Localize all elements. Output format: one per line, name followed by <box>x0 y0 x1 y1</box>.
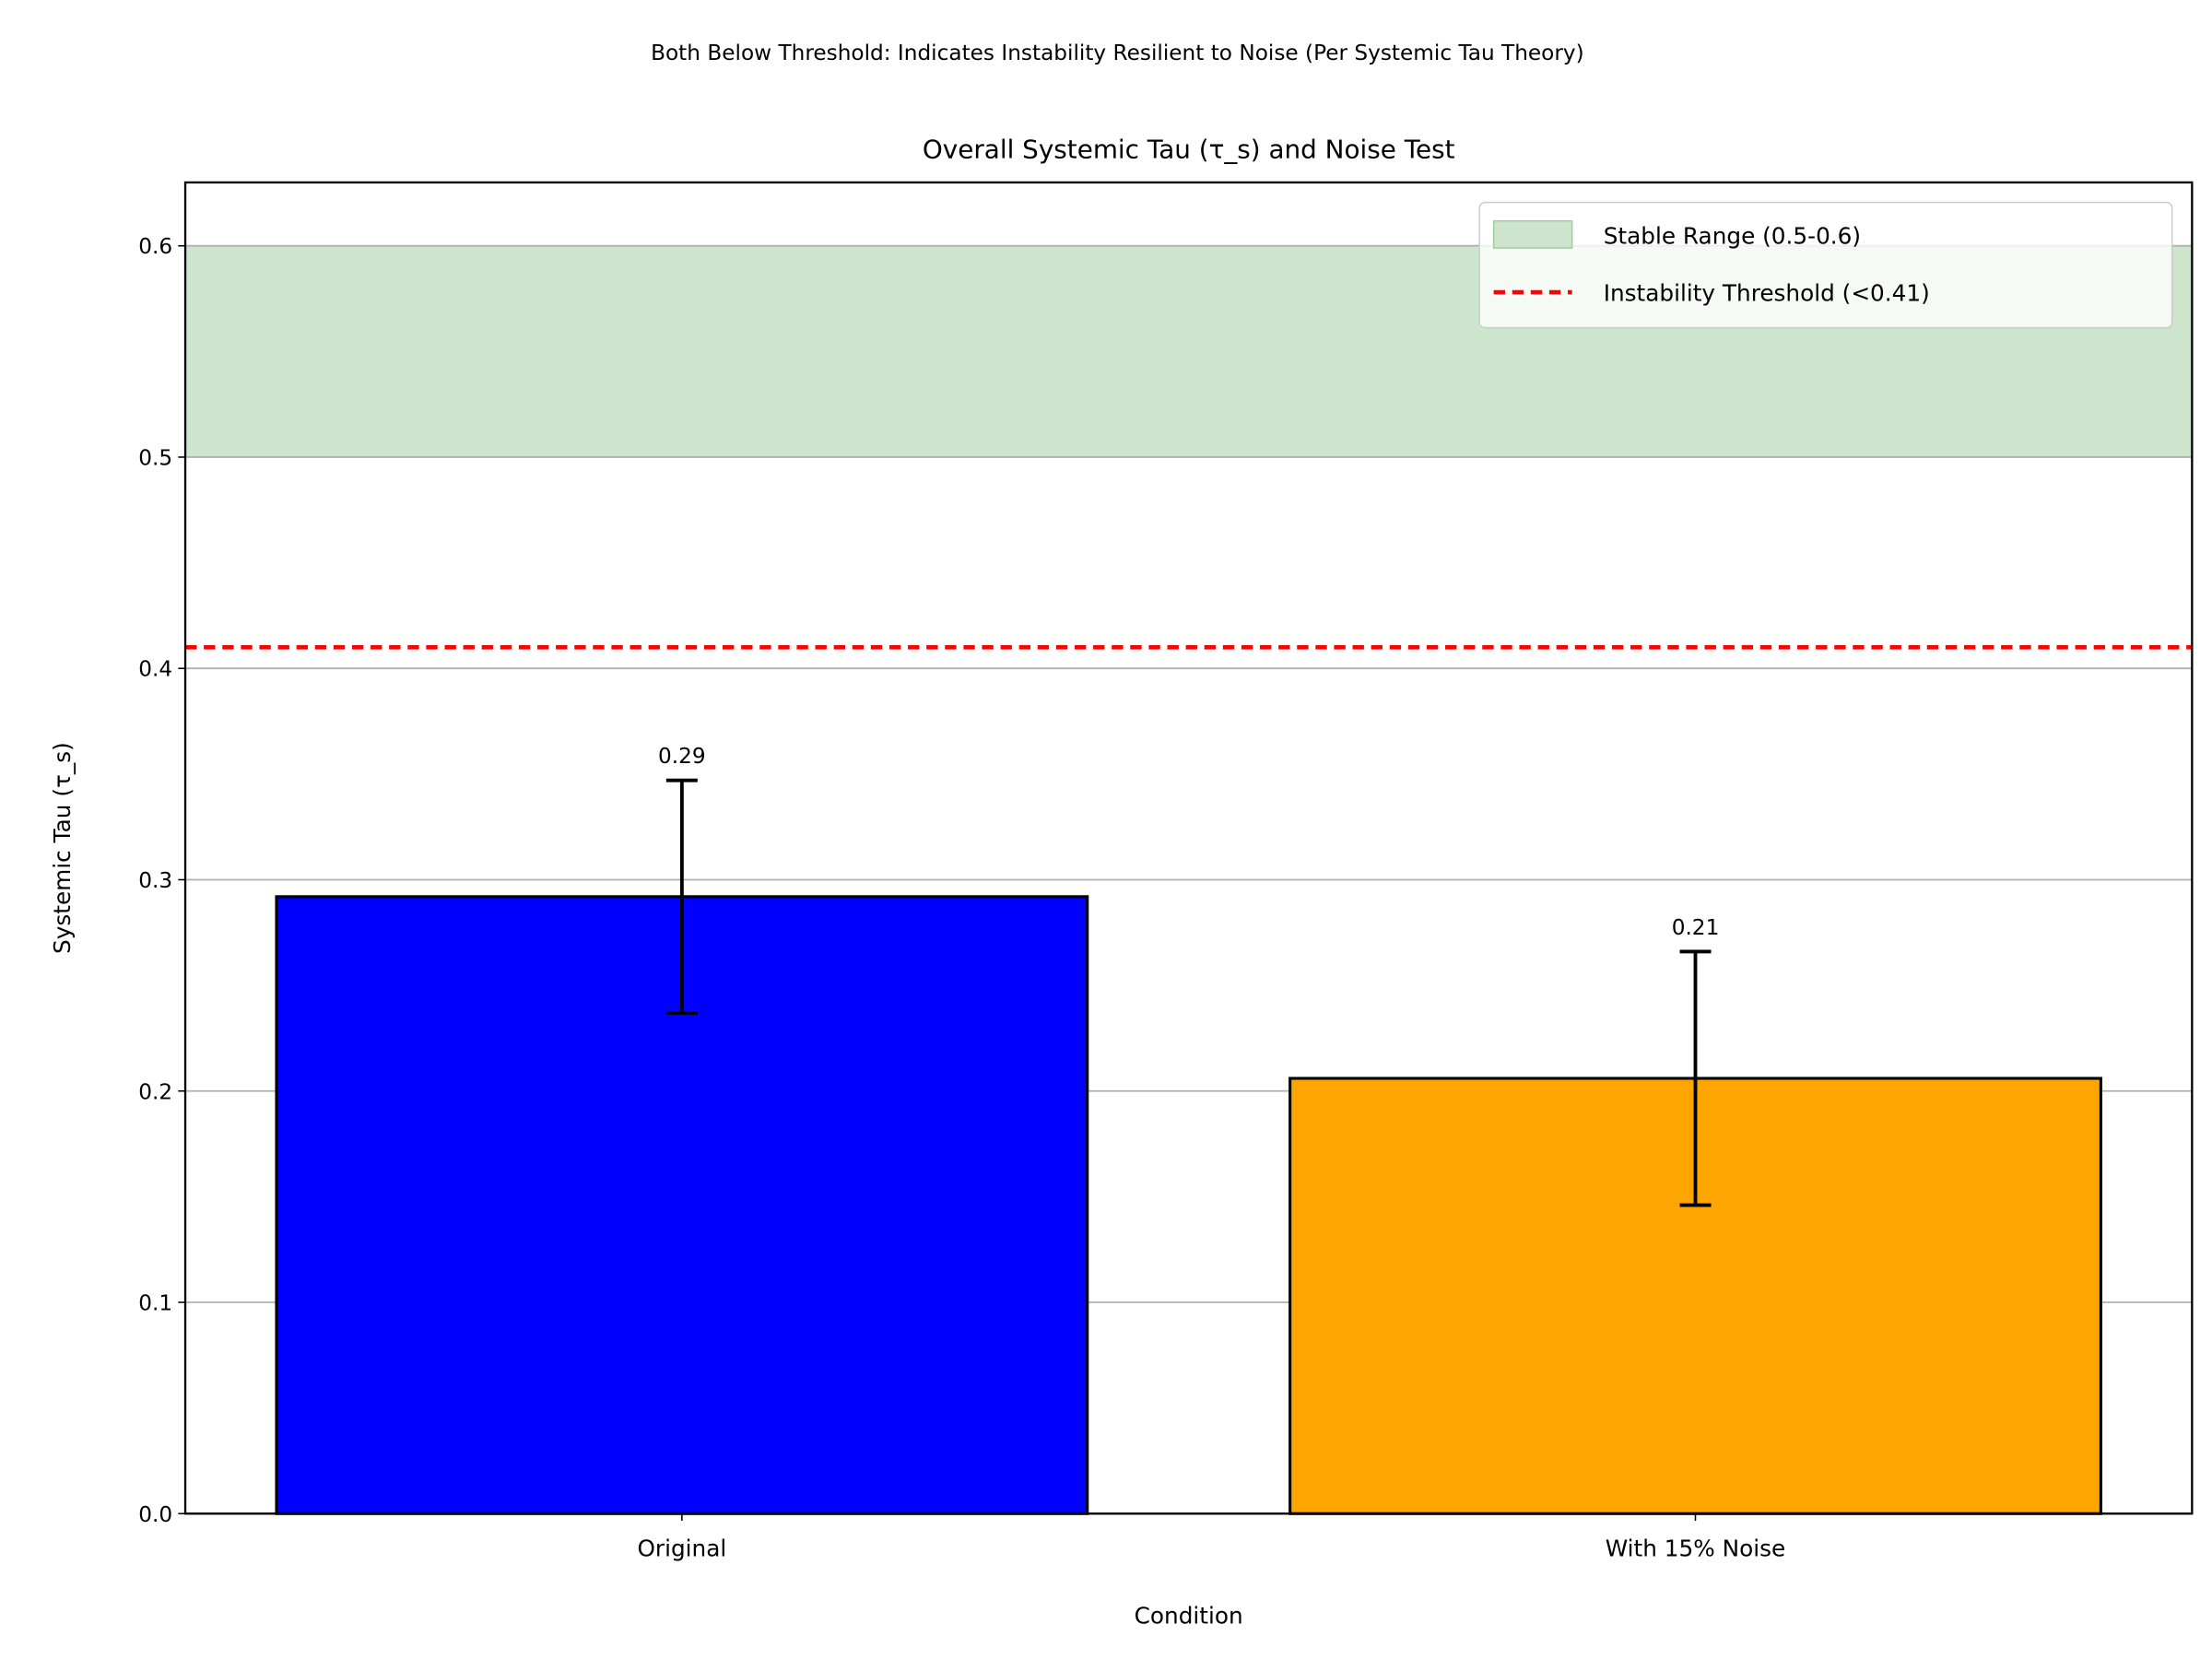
y-tick-label: 0.5 <box>138 445 172 470</box>
legend: Stable Range (0.5-0.6) Instability Thres… <box>1478 201 2173 329</box>
y-tick-label: 0.3 <box>138 868 172 893</box>
y-tick-label: 0.6 <box>138 234 172 259</box>
y-tick-label: 0.4 <box>138 657 172 682</box>
legend-box <box>1478 201 2173 329</box>
legend-threshold-label: Instability Threshold (<0.41) <box>1604 279 1930 306</box>
x-axis-label: Condition <box>1135 1602 1243 1629</box>
x-tick-label: Original <box>637 1535 726 1562</box>
plot-frame <box>183 181 2194 1515</box>
y-tick-label: 0.1 <box>138 1291 172 1316</box>
y-tick-label: 0.2 <box>138 1079 172 1104</box>
legend-stable-swatch <box>1492 219 1573 249</box>
suptitle: Both Below Threshold: Indicates Instabil… <box>651 41 1584 65</box>
data-label: 0.29 <box>658 744 706 769</box>
chart-title: Overall Systemic Tau (τ_s) and Noise Tes… <box>923 135 1455 165</box>
legend-stable-label: Stable Range (0.5-0.6) <box>1604 222 1861 249</box>
y-tick-label: 0.0 <box>138 1502 172 1527</box>
x-tick-label: With 15% Noise <box>1606 1535 1785 1562</box>
y-axis-label: Systemic Tau (τ_s) <box>49 742 76 954</box>
data-label: 0.21 <box>1672 915 1720 940</box>
